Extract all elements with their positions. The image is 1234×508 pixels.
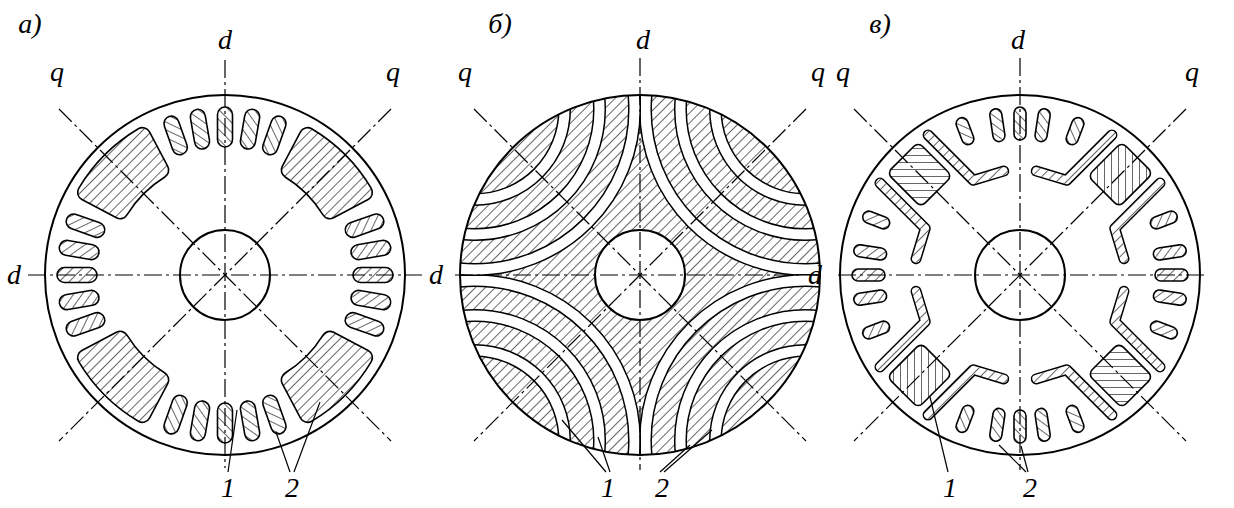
axis-label: q [1185,58,1199,86]
rotor-slot [58,239,100,261]
callout-number: 1 [943,474,957,502]
flux-barrier [315,0,635,270]
rotor-slot [954,404,975,434]
rotor-slot [162,114,189,157]
flux-barrier-edge [385,350,565,508]
figure-letter: в) [869,10,890,38]
leader-line [598,437,610,472]
rotor-slot [1034,408,1051,442]
leader-line [999,445,1026,472]
symmetry-axis [455,274,800,275]
symmetry-axis [59,109,391,441]
leader-line [276,432,290,472]
symmetry-axis [474,109,806,441]
flux-barrier-edge [315,280,635,508]
flux-barrier [315,280,635,508]
leader-line [660,445,690,472]
leader-line [664,430,712,472]
rotor-slot [162,393,189,436]
rotor-slot [1064,404,1085,434]
callout-number: 1 [601,474,615,502]
axis-label: d [636,26,650,54]
axis-label: q [458,58,472,86]
rotor-slot [64,212,107,239]
axis-lines [28,58,1205,470]
rotor-slot [261,114,288,157]
axis-label: q [50,58,64,86]
rotor-slot [58,289,100,311]
symmetry-axis [224,60,225,468]
figure-letter: б) [488,10,511,38]
axis-label: d [808,261,822,289]
symmetry-axis [1019,58,1020,470]
rotor-slot [1153,289,1187,306]
leader-line [562,420,606,472]
symmetry-axis [838,274,1205,275]
axis-label: d [7,261,21,289]
rotor-slot [239,108,261,150]
rotor-b [315,0,966,508]
leader-lines [228,397,1028,472]
rotor-slot [1034,108,1051,142]
rotor-slot [1064,116,1085,146]
flux-barrier [350,0,600,235]
symmetry-axis [854,109,1186,441]
symmetry-axis [639,58,640,470]
flux-barrier-edge [315,0,635,270]
flux-barrier-edge [715,350,895,508]
rotor-slot [343,212,386,239]
rotor-slot [1149,209,1179,230]
rotor-slot [239,400,261,442]
axis-label: d [218,26,232,54]
rotor-slot [861,319,891,340]
axis-label: d [429,261,443,289]
rotor-slot [343,311,386,338]
rotor-slot [261,393,288,436]
rotor-slot [189,400,211,442]
flux-barrier [645,280,965,508]
leader-line [294,402,320,472]
symmetry-axis [474,109,806,441]
flux-barrier [385,350,565,508]
rotor-slot [989,108,1006,142]
axis-label: d [1011,26,1025,54]
rotor-slot [861,209,891,230]
rotor-slot [989,408,1006,442]
rotor-slot [189,108,211,150]
axis-label: q [836,58,850,86]
axis-label: q [811,58,825,86]
leader-line [930,397,948,472]
callout-number: 2 [1023,474,1037,502]
rotor-slot [954,116,975,146]
rotor-slot [1153,244,1187,261]
rotor-slot [853,289,887,306]
axis-label: q [386,58,400,86]
callout-number: 2 [285,474,299,502]
callout-number: 2 [655,474,669,502]
symmetry-axis [854,109,1186,441]
rotor-slot [853,244,887,261]
flux-barrier [715,350,895,508]
flux-barrier-edge [645,280,965,508]
callout-number: 1 [221,474,235,502]
leader-line [228,410,237,472]
rotor-slot [350,289,392,311]
symmetry-axis [59,109,391,441]
flux-barrier-edge [350,0,600,235]
rotor-slot [350,239,392,261]
rotor-slot [64,311,107,338]
rotor-slot [1149,319,1179,340]
figure-letter: а) [18,10,41,38]
rotor-core [315,0,966,508]
